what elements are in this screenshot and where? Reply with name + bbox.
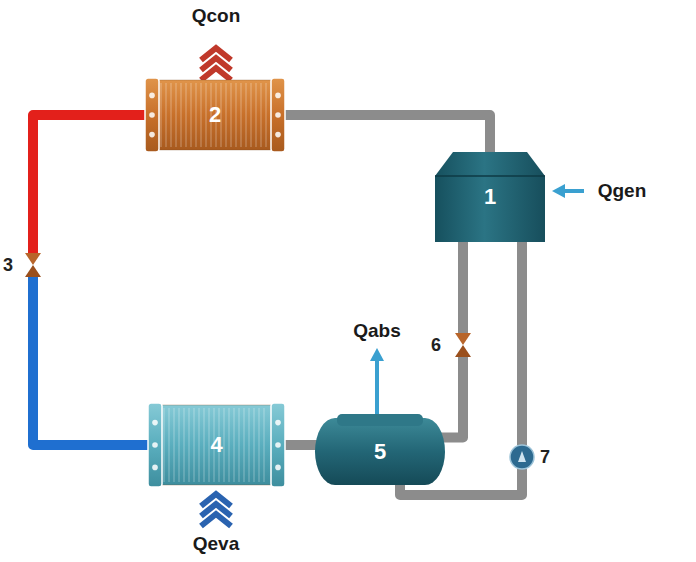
callout-number: 4: [210, 434, 222, 456]
heat-label: Qeva: [193, 534, 239, 553]
expansion-valve: 3: [25, 253, 41, 277]
heat-chevrons-eva: [201, 494, 231, 526]
solution-valve-shape: [455, 333, 471, 357]
callout-number: 3: [3, 256, 13, 274]
pipe: [33, 115, 145, 253]
heat-arrow-gen: [552, 184, 584, 198]
pipe: [33, 277, 148, 445]
pipe: [285, 115, 490, 154]
condenser-box: 2: [145, 80, 285, 150]
callout-number: 5: [374, 441, 386, 463]
pipe: [517, 242, 527, 445]
pump-symbol-shape: [510, 445, 534, 469]
callout-number: 1: [484, 186, 496, 208]
heat-label: Qabs: [353, 321, 401, 340]
heat-chevrons-con: [201, 48, 231, 80]
absorber-vessel: 5: [315, 418, 445, 485]
evaporator-box: 4: [148, 405, 285, 485]
pipe: [285, 440, 319, 450]
callout-number: 6: [431, 336, 441, 354]
heat-label: Qgen: [598, 181, 647, 200]
heat-label: Qcon: [192, 6, 241, 25]
callout-number: 2: [209, 104, 221, 126]
pump-symbol: 7: [510, 445, 534, 469]
pipe: [439, 357, 463, 438]
expansion-valve-shape: [25, 253, 41, 277]
heat-arrow-abs: [370, 348, 384, 414]
callout-number: 7: [540, 448, 550, 466]
generator-vessel: 1: [435, 152, 545, 242]
pipe: [458, 242, 468, 333]
solution-valve: 6: [455, 333, 471, 357]
